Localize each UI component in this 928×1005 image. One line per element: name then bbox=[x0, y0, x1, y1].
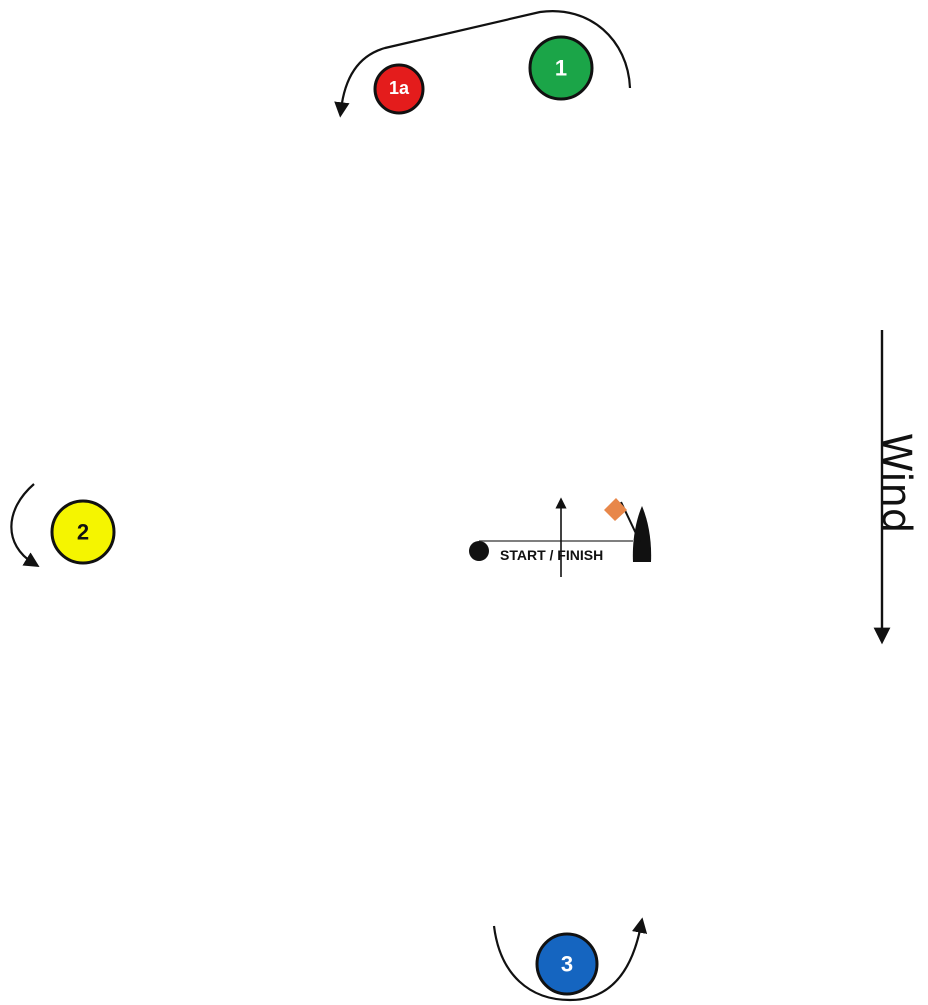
mark-3-label: 3 bbox=[561, 952, 573, 977]
wind-indicator: Wind bbox=[873, 330, 919, 645]
committee-flag-icon bbox=[604, 498, 627, 521]
mark-1a-buoy bbox=[373, 63, 425, 115]
mark-3: 3 bbox=[535, 932, 599, 996]
mark-2-buoy bbox=[50, 499, 116, 565]
committee-boat-icon bbox=[632, 506, 652, 562]
start-finish-line: START / FINISH bbox=[469, 497, 652, 577]
rounding-arrow-mark-2 bbox=[10, 483, 40, 568]
mark-1-buoy bbox=[528, 35, 594, 101]
rounding-arrow-mark-3 bbox=[492, 917, 648, 1002]
wind-label: Wind bbox=[873, 433, 919, 534]
mark-1: 1 bbox=[528, 35, 594, 101]
rounding-arrow-mark-1 bbox=[334, 10, 632, 118]
pin-end-buoy bbox=[469, 541, 489, 561]
mark-2-label: 2 bbox=[77, 520, 89, 545]
mark-1a: 1a bbox=[373, 63, 425, 115]
mark-3-buoy bbox=[535, 932, 599, 996]
mark-1-label: 1 bbox=[555, 56, 567, 81]
mark-1a-label: 1a bbox=[389, 78, 410, 98]
mark-2: 2 bbox=[50, 499, 116, 565]
start-finish-label: START / FINISH bbox=[500, 547, 603, 563]
